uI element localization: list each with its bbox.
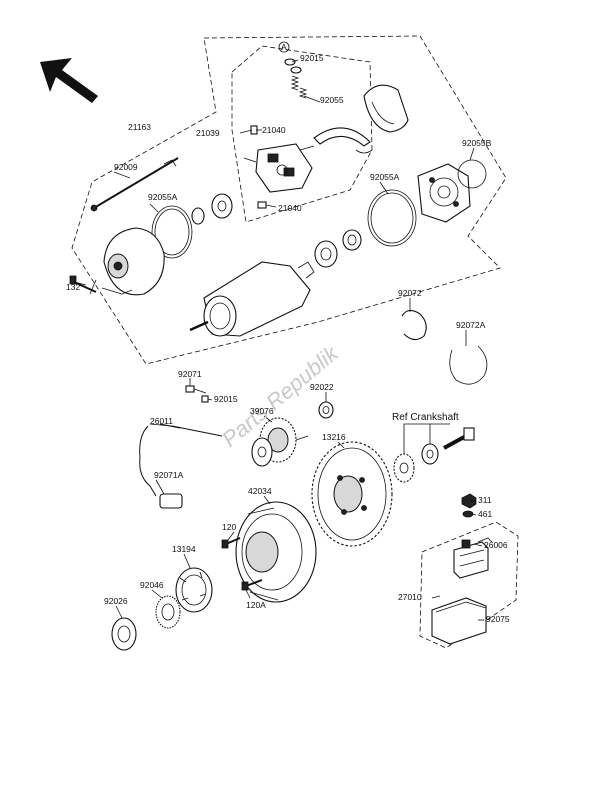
label-120A: 120A: [246, 600, 266, 610]
label-92015-top: 92015: [300, 53, 324, 63]
svg-text:A: A: [281, 42, 287, 52]
label-21039: 21039: [196, 128, 220, 138]
relay-washer-461: [462, 510, 474, 518]
label-461: 461: [478, 509, 492, 519]
screw-21040-bottom: [257, 201, 267, 209]
washer-92015: [201, 395, 209, 403]
starter-clutch-housing-42034: [235, 501, 317, 603]
bearing-center: [314, 240, 338, 268]
washer-92022: [318, 401, 334, 419]
label-42034: 42034: [248, 486, 272, 496]
brush-plate: [243, 143, 315, 193]
circlip-92072: [401, 309, 427, 341]
ref-crankshaft-bracket: [403, 423, 450, 454]
label-311: 311: [478, 495, 492, 505]
label-27010: 27010: [398, 592, 422, 602]
crankshaft-gear: [393, 453, 415, 483]
crankshaft-washer: [421, 443, 439, 465]
label-21040-bottom: 21040: [278, 203, 302, 213]
washer-92026: [111, 617, 137, 651]
through-bolt: [90, 157, 179, 212]
label-92022: 92022: [310, 382, 334, 392]
label-26011: 26011: [150, 416, 173, 426]
label-92015-bottom: 92015: [214, 394, 238, 404]
label-21163: 21163: [128, 122, 151, 132]
label-92055A-left: 92055A: [148, 192, 178, 202]
label-92071A: 92071A: [154, 470, 184, 480]
brush-carrier: [313, 127, 373, 154]
label-ref-crankshaft: Ref Crankshaft: [392, 412, 459, 423]
crankshaft-bolt: [443, 427, 475, 450]
label-92071: 92071: [178, 369, 202, 379]
relay-nut-311: [461, 493, 477, 509]
leader-lines: [73, 59, 484, 621]
o-ring-right: [367, 189, 417, 247]
relay-outline: [419, 521, 519, 649]
needle-bearing-92046: [155, 595, 181, 629]
a-callout-icon: A: [278, 41, 290, 53]
starter-relay-27010: [453, 537, 493, 579]
rear-housing: [89, 227, 165, 296]
rear-end-cover: [363, 84, 409, 133]
label-120: 120: [222, 522, 236, 532]
brush-springs: [284, 58, 308, 99]
motor-yoke: [189, 261, 315, 337]
brush-holder-outline: [231, 45, 373, 223]
bolt-92071: [185, 385, 207, 394]
circlip-92072A: [449, 345, 488, 385]
label-92055: 92055: [320, 95, 344, 105]
bearing-right: [342, 229, 362, 251]
label-132: 132: [66, 282, 80, 292]
starter-cable: [139, 423, 223, 509]
part-labels: 21163 21039 21040 21040 92015 92055 9205…: [66, 53, 510, 624]
o-ring-left: [151, 205, 193, 259]
label-92072: 92072: [398, 288, 422, 298]
label-21040-top: 21040: [262, 125, 286, 135]
label-92055B: 92055B: [462, 138, 492, 148]
idler-gear-39076: [251, 417, 309, 467]
label-92055A-right: 92055A: [370, 172, 400, 182]
label-92072A: 92072A: [456, 320, 486, 330]
starter-ring-gear-13216: [311, 441, 393, 547]
label-92046: 92046: [140, 580, 164, 590]
bolt-120: [221, 537, 241, 549]
one-way-clutch-13194: [175, 567, 213, 613]
label-92026: 92026: [104, 596, 128, 606]
rear-washer: [191, 193, 233, 225]
label-92075: 92075: [486, 614, 510, 624]
relay-cover-92075: [431, 597, 487, 645]
label-92009: 92009: [114, 162, 138, 172]
bolt-132: [69, 275, 97, 293]
label-26006: 26006: [484, 540, 508, 550]
label-13194: 13194: [172, 544, 196, 554]
label-39076: 39076: [250, 406, 274, 416]
front-cover: [417, 159, 487, 223]
arrow-up-left-icon: [40, 58, 98, 103]
bolt-120A: [241, 579, 263, 591]
label-13216: 13216: [322, 432, 346, 442]
